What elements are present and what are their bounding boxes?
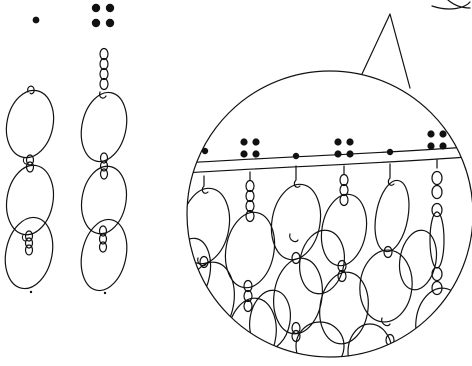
- background-discs: [164, 227, 441, 366]
- chain-single-dot: [0, 17, 60, 294]
- bubble-chain: [175, 176, 239, 356]
- disc: [75, 88, 133, 166]
- source-circle-edge: [448, 0, 470, 8]
- disc: [0, 213, 59, 293]
- rail-bottom: [170, 156, 472, 174]
- bubble-chain: [220, 172, 281, 366]
- chain-four-dots: [75, 4, 133, 295]
- magnified-view: [164, 0, 472, 366]
- bubble-contents: [164, 130, 472, 366]
- disc: [1, 162, 58, 239]
- rail-top: [170, 146, 472, 164]
- bubble-chain: [356, 164, 415, 346]
- bubble-chain: [412, 160, 469, 359]
- disc: [0, 86, 59, 162]
- connector-links: [100, 226, 107, 252]
- single-dot-marker: [33, 17, 40, 24]
- top-links: [100, 49, 108, 99]
- disc: [75, 215, 133, 295]
- bubble-chain: [266, 166, 344, 366]
- four-dots-marker: [92, 4, 114, 27]
